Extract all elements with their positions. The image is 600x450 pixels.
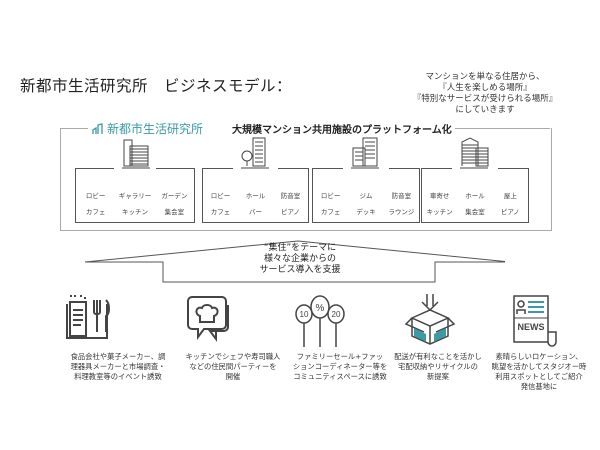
arrow-caption: “集住”をテーマに 様々な企業からの サービス導入を支援	[230, 243, 370, 276]
facility-label: 集会室	[465, 208, 485, 216]
facility-label: ガーデン	[161, 192, 188, 200]
tagline-line: にしていきます	[455, 105, 515, 115]
up-arrow-shape	[85, 240, 505, 283]
facility-label: ラウンジ	[388, 208, 415, 216]
facility-label: カフェ	[210, 208, 231, 216]
facility-grid: 車寄せ ホール 屋上 キッチン 集会室 ピアノ	[422, 190, 528, 216]
tagline-line: 『人生を楽しめる場所』	[438, 83, 532, 93]
tagline-line: 『特別なサービスが受けられる場所』	[412, 94, 558, 104]
platform-heading: 大規模マンション共用施設のプラットフォーム化	[232, 125, 452, 136]
news-icon: NEWS	[513, 295, 557, 347]
arrow-line: “集住”をテーマに	[263, 243, 337, 253]
svg-text:%: %	[316, 303, 325, 314]
facility-label: 防音室	[391, 192, 412, 200]
desc-line: 理器具メーカーと市場調査・	[70, 362, 166, 371]
frame-divider	[455, 128, 550, 129]
twin-building-icon	[351, 137, 379, 169]
facility-label: ピアノ	[500, 208, 520, 216]
service-description: 素晴らしいロケーション、 眺望を活かしてスタジオー時 利用スポットとしてご紹介 …	[478, 352, 600, 392]
desc-line: 発信基地に	[520, 382, 558, 391]
desc-line: 開催	[225, 372, 241, 381]
desc-line: 配送が有利なことを活かし	[394, 352, 482, 361]
desc-line: などの住民間パーティーを	[189, 362, 277, 371]
facility-label: ギャラリー	[118, 192, 152, 200]
frame-divider	[60, 128, 88, 129]
cookbook-cutlery-icon	[66, 295, 110, 339]
desc-line: 新提案	[427, 372, 449, 381]
desc-line: 食品会社や菓子メーカー、調	[70, 352, 166, 361]
tower-building-icon	[122, 139, 150, 169]
facility-label: 防音室	[280, 192, 301, 200]
building-logo-icon	[92, 122, 103, 134]
arrow-line: 様々な企業からの	[263, 254, 336, 264]
desc-line: ションコーディネーター等を	[292, 362, 388, 371]
building-with-tree-icon	[241, 137, 269, 169]
service-description: ファミリーセール+ファッ ションコーディネーター等を コミュニティスペースに誘致	[275, 352, 405, 382]
building-box: ロビー ジム 防音室 カフェ デッキ ラウンジ	[312, 137, 420, 223]
facility-label: ホール	[465, 192, 485, 200]
svg-text:20: 20	[332, 310, 341, 319]
sale-balloons-icon: 10 % 20	[295, 295, 345, 347]
svg-text:10: 10	[300, 310, 309, 319]
page-title: 新都市生活研究所 ビジネスモデル：	[20, 77, 293, 95]
desc-line: キッチンでシェフや寿司職人	[185, 352, 281, 361]
service-description: 配送が有利なことを活かし 宅配収納やリサイクルの 新提案	[378, 352, 498, 382]
desc-line: 眺望を活かしてスタジオー時	[491, 362, 587, 371]
facility-label: ピアノ	[281, 208, 300, 216]
facility-label: カフェ	[320, 208, 341, 216]
delivery-box-icon	[404, 294, 456, 345]
desc-line: ファミリーセール+ファッ	[296, 352, 384, 361]
facility-label: バー	[249, 208, 262, 216]
facility-label: ロビー	[320, 192, 341, 200]
facility-label: ジム	[359, 192, 373, 200]
facility-label: キッチン	[121, 208, 148, 216]
service-description: キッチンでシェフや寿司職人 などの住民間パーティーを 開催	[168, 352, 298, 382]
arrow-line: サービス導入を支援	[259, 265, 341, 275]
desc-line: コミュニティスペースに誘致	[293, 372, 387, 381]
facility-label: ロビー	[85, 192, 106, 200]
building-box: ロビー ギャラリー ガーデン カフェ キッチン 集会室	[75, 139, 195, 223]
desc-line: 素晴らしいロケーション、	[495, 352, 583, 361]
facility-label: カフェ	[85, 208, 106, 216]
facility-grid: ロビー ホール 防音室 カフェ バー ピアノ	[203, 190, 308, 216]
facility-label: 車寄せ	[429, 192, 450, 200]
facility-label: デッキ	[356, 208, 376, 216]
desc-line: 宅配収納やリサイクルの	[398, 362, 478, 371]
service-description: 食品会社や菓子メーカー、調 理器具メーカーと市場調査・ 料理教室等のイベント誘致	[48, 352, 188, 382]
desc-line: 利用スポットとしてご紹介	[495, 372, 583, 381]
facility-label: キッチン	[426, 208, 453, 216]
brand-logo: 新都市生活研究所	[92, 120, 203, 137]
svg-text:NEWS: NEWS	[518, 322, 545, 332]
facility-label: ホール	[245, 192, 266, 200]
tagline: マンションを単なる住居から、 『人生を楽しめる場所』 『特別なサービスが受けられ…	[405, 72, 565, 116]
highrise-building-icon	[460, 137, 489, 169]
facility-grid: ロビー ギャラリー ガーデン カフェ キッチン 集会室	[76, 190, 194, 216]
facility-label: ロビー	[210, 192, 231, 200]
chef-speech-bubble-icon	[187, 296, 229, 342]
facility-grid: ロビー ジム 防音室 カフェ デッキ ラウンジ	[313, 190, 419, 216]
facility-label: 屋上	[503, 192, 517, 200]
tagline-line: マンションを単なる住居から、	[425, 72, 545, 82]
platform-frame	[60, 128, 552, 231]
building-box: 車寄せ ホール 屋上 キッチン 集会室 ピアノ	[421, 137, 529, 223]
building-box: ロビー ホール 防音室 カフェ バー ピアノ	[202, 137, 309, 223]
desc-line: 料理教室等のイベント誘致	[74, 372, 162, 381]
facility-label: 集会室	[164, 208, 185, 216]
brand-name: 新都市生活研究所	[107, 122, 204, 136]
